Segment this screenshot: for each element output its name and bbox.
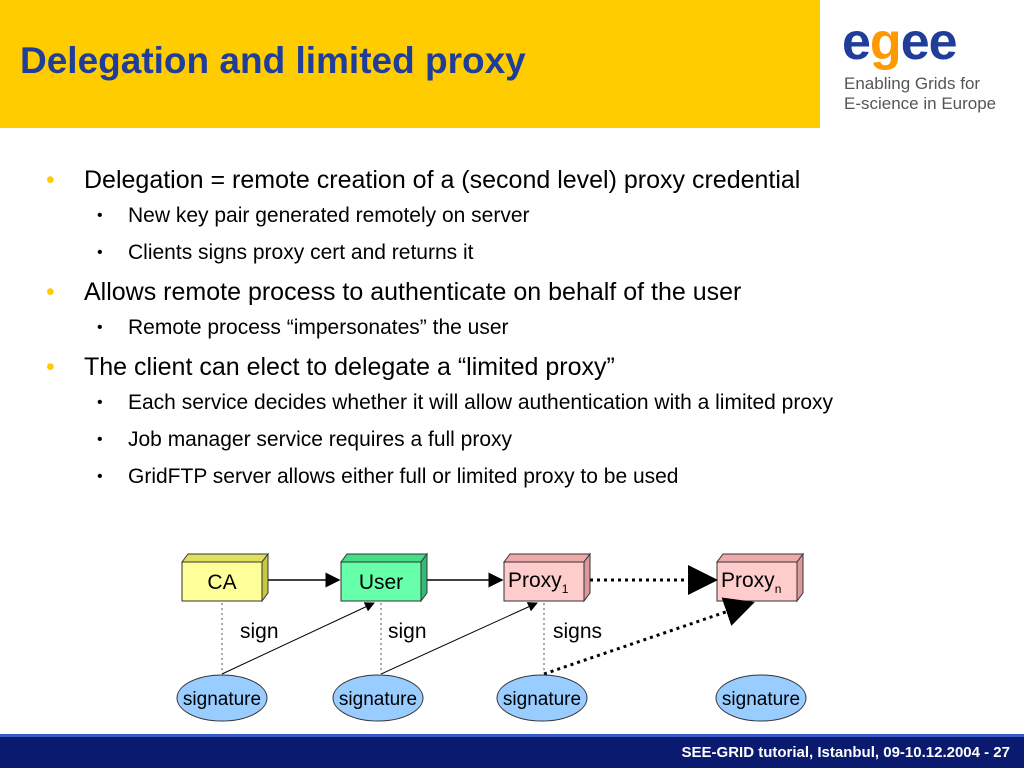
proxyn-box: Proxyn: [716, 552, 804, 603]
sub-bullet-text: Clients signs proxy cert and returns it: [128, 241, 474, 264]
sign-label: sign: [388, 620, 427, 643]
bullet-text: The client can elect to delegate a “limi…: [84, 353, 615, 381]
signature-proxyn: signature: [715, 674, 807, 722]
sub-bullet-item: • Clients signs proxy cert and returns it: [46, 240, 1006, 266]
sub-bullet-text: GridFTP server allows either full or lim…: [128, 465, 679, 488]
signature-ca: signature: [176, 674, 268, 722]
sub-bullet-item: • GridFTP server allows either full or li…: [46, 464, 1006, 490]
sub-bullet-marker: •: [97, 431, 103, 448]
sub-bullet-marker: •: [97, 207, 103, 224]
title-banner: Delegation and limited proxy: [0, 0, 820, 128]
bullet-marker: •: [46, 353, 55, 381]
egee-logo: egee Enabling Grids for E-science in Eur…: [820, 0, 1024, 128]
logo-tagline-line2: E-science in Europe: [844, 94, 997, 113]
sub-bullet-marker: •: [97, 394, 103, 411]
user-box: User: [340, 552, 428, 603]
sub-bullet-marker: •: [97, 244, 103, 261]
signature-proxy1: signature: [496, 674, 588, 722]
signs-label: signs: [553, 620, 602, 643]
proxyn-label: Proxyn: [721, 569, 781, 596]
bullet-item: • Allows remote process to authenticate o…: [46, 277, 1006, 307]
sign-label: sign: [240, 620, 279, 643]
sub-bullet-text: Each service decides whether it will all…: [128, 391, 833, 414]
bullet-item: • The client can elect to delegate a “lim…: [46, 352, 1006, 382]
signature-label: signature: [339, 689, 417, 710]
ca-box: CA: [181, 552, 269, 603]
sub-bullet-marker: •: [97, 468, 103, 485]
signature-user: signature: [332, 674, 424, 722]
signature-label: signature: [183, 689, 261, 710]
sub-bullet-marker: •: [97, 319, 103, 336]
footer-bar: SEE-GRID tutorial, Istanbul, 09-10.12.20…: [0, 734, 1024, 768]
sub-bullet-text: New key pair generated remotely on serve…: [128, 204, 530, 227]
logo-tagline: Enabling Grids for E-science in Europe: [844, 74, 996, 114]
sub-bullet-item: • Each service decides whether it will al…: [46, 390, 1006, 416]
bullet-marker: •: [46, 166, 55, 194]
bullet-text: Delegation = remote creation of a (secon…: [84, 166, 801, 194]
signature-label: signature: [722, 689, 800, 710]
bullet-list: • Delegation = remote creation of a (seco…: [46, 165, 1006, 501]
sub-bullet-item: • Remote process “impersonates” the user: [46, 315, 1006, 341]
ca-label: CA: [207, 571, 236, 594]
user-label: User: [359, 571, 403, 594]
delegation-diagram: CA User Proxy1 Proxyn sign sign signs si…: [176, 552, 807, 722]
sign-arrow-user: [380, 602, 538, 675]
sub-bullet-item: • Job manager service requires a full pro…: [46, 427, 1006, 453]
bullet-item: • Delegation = remote creation of a (seco…: [46, 165, 1006, 195]
proxy1-box: Proxy1: [503, 552, 591, 603]
logo-tagline-line1: Enabling Grids for: [844, 74, 981, 93]
sign-arrow-proxy1: [543, 597, 755, 676]
logo-word: egee: [842, 13, 958, 71]
sign-arrow-ca: [221, 602, 375, 675]
footer-divider: [0, 734, 1024, 737]
bullet-text: Allows remote process to authenticate on…: [84, 278, 742, 306]
sub-bullet-item: • New key pair generated remotely on serv…: [46, 203, 1006, 229]
sub-bullet-text: Remote process “impersonates” the user: [128, 316, 509, 339]
proxy1-label: Proxy1: [508, 569, 569, 596]
page-title: Delegation and limited proxy: [20, 40, 526, 81]
footer-text: SEE-GRID tutorial, Istanbul, 09-10.12.20…: [681, 744, 1010, 761]
bullet-marker: •: [46, 278, 55, 306]
sub-bullet-text: Job manager service requires a full prox…: [128, 428, 513, 451]
signature-label: signature: [503, 689, 581, 710]
